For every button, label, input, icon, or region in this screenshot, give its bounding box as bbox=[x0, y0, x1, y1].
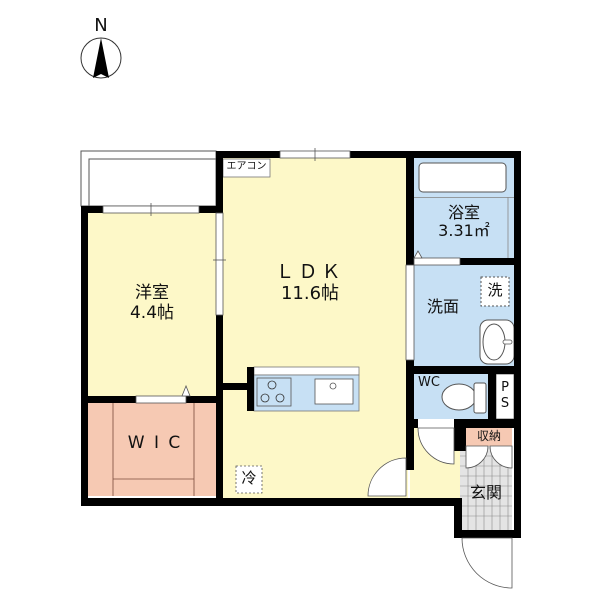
washroom-label: 洗面 bbox=[426, 297, 459, 316]
bathroom-name: 浴室 bbox=[447, 203, 480, 222]
walls bbox=[81, 151, 521, 538]
washbasin-icon bbox=[479, 319, 515, 365]
western-room-label: 洋室 4.4帖 bbox=[100, 283, 204, 323]
doors bbox=[135, 250, 513, 589]
western-room-name: 洋室 bbox=[135, 283, 169, 303]
fridge-label: 冷 bbox=[241, 469, 257, 487]
wic-label: W I C bbox=[127, 433, 183, 453]
bathroom-size: 3.31㎡ bbox=[438, 221, 490, 241]
ps-label-p: P bbox=[501, 380, 509, 395]
north-arrow-icon bbox=[80, 37, 122, 79]
wic-shelves bbox=[112, 402, 195, 496]
compass-label: N bbox=[94, 15, 108, 36]
toilet-icon bbox=[441, 382, 487, 414]
kitchen-counter bbox=[253, 366, 360, 412]
washer-label: 洗 bbox=[487, 281, 503, 299]
storage-box bbox=[466, 428, 512, 446]
western-room-floor bbox=[87, 212, 217, 398]
fridge-slot bbox=[235, 465, 263, 494]
washer-slot bbox=[480, 276, 510, 307]
ldk-label: ＬＤＫ 11.6帖 bbox=[255, 261, 365, 305]
ldk-floor bbox=[222, 157, 408, 498]
western-room-size: 4.4帖 bbox=[129, 302, 175, 323]
balcony bbox=[80, 150, 217, 207]
wic-floor bbox=[87, 402, 217, 496]
entrance-label: 玄関 bbox=[469, 483, 502, 502]
ldk-name: ＬＤＫ bbox=[275, 261, 345, 283]
ps-label-s: S bbox=[500, 396, 510, 411]
windows bbox=[102, 148, 415, 361]
storage-label: 収納 bbox=[476, 429, 501, 443]
bathroom-label: 浴室 3.31㎡ bbox=[414, 203, 514, 241]
wc-label: WC bbox=[418, 375, 440, 390]
bathtub bbox=[418, 162, 507, 193]
ldk-size: 11.6帖 bbox=[280, 282, 340, 304]
aircon-label: エアコン bbox=[226, 161, 267, 172]
